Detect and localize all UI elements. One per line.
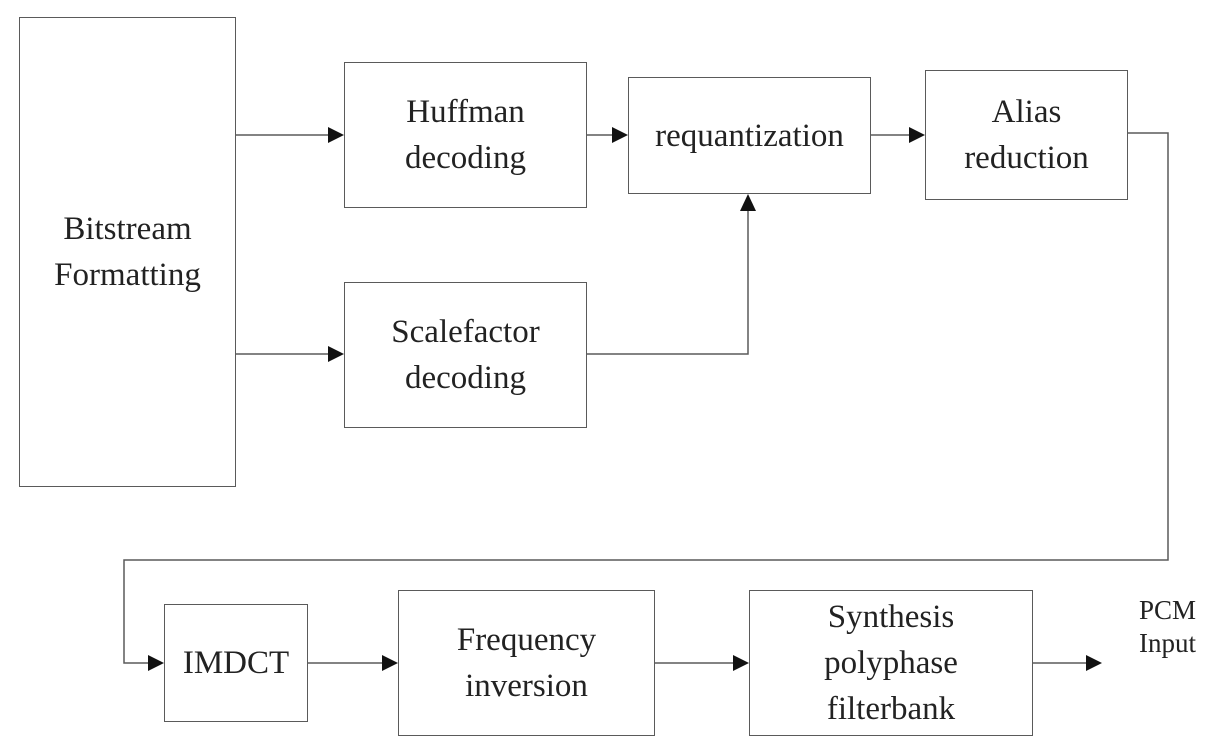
connector-scalefactor-requantization — [587, 209, 749, 355]
connector-alias-imdct — [123, 132, 1169, 664]
synthesis-line-3: filterbank — [826, 691, 956, 727]
bitstream-line-1: Bitstream — [63, 211, 192, 247]
requantization-block: requantization — [628, 77, 871, 194]
frequency-inversion-block: Frequency inversion — [398, 590, 655, 736]
arrowhead-huffman — [328, 127, 344, 143]
huffman-line-2: decoding — [405, 140, 526, 176]
alias-line-2: reduction — [964, 140, 1089, 176]
scalefactor-line-2: decoding — [405, 360, 526, 396]
scalefactor-decoding-block: Scalefactor decoding — [344, 282, 587, 428]
synthesis-polyphase-filterbank-block: Synthesis polyphase filterbank — [749, 590, 1033, 736]
frequency-line-2: inversion — [465, 668, 588, 704]
pcm-line-1: PCM — [1138, 595, 1197, 625]
huffman-decoding-block: Huffman decoding — [344, 62, 587, 208]
synthesis-line-1: Synthesis — [827, 599, 955, 635]
pcm-output-label: PCM Input — [1120, 594, 1215, 660]
huffman-line-1: Huffman — [406, 94, 525, 130]
bitstream-formatting-block: Bitstream Formatting — [19, 17, 236, 487]
arrowhead-frequency — [382, 655, 398, 671]
alias-line-1: Alias — [991, 94, 1062, 130]
pcm-line-2: Input — [1139, 628, 1196, 658]
alias-reduction-block: Alias reduction — [925, 70, 1128, 200]
imdct-label: IMDCT — [182, 645, 290, 681]
arrowhead-output — [1086, 655, 1102, 671]
arrowhead-requantization-left — [612, 127, 628, 143]
arrowhead-synthesis — [733, 655, 749, 671]
bitstream-line-2: Formatting — [54, 257, 201, 293]
arrowhead-alias — [909, 127, 925, 143]
arrowhead-scalefactor — [328, 346, 344, 362]
arrowhead-requantization-bottom — [740, 194, 756, 211]
arrowhead-imdct — [148, 655, 164, 671]
scalefactor-line-1: Scalefactor — [391, 314, 540, 350]
requantization-label: requantization — [655, 117, 844, 154]
frequency-line-1: Frequency — [456, 622, 597, 658]
synthesis-line-2: polyphase — [824, 645, 958, 681]
imdct-block: IMDCT — [164, 604, 308, 722]
